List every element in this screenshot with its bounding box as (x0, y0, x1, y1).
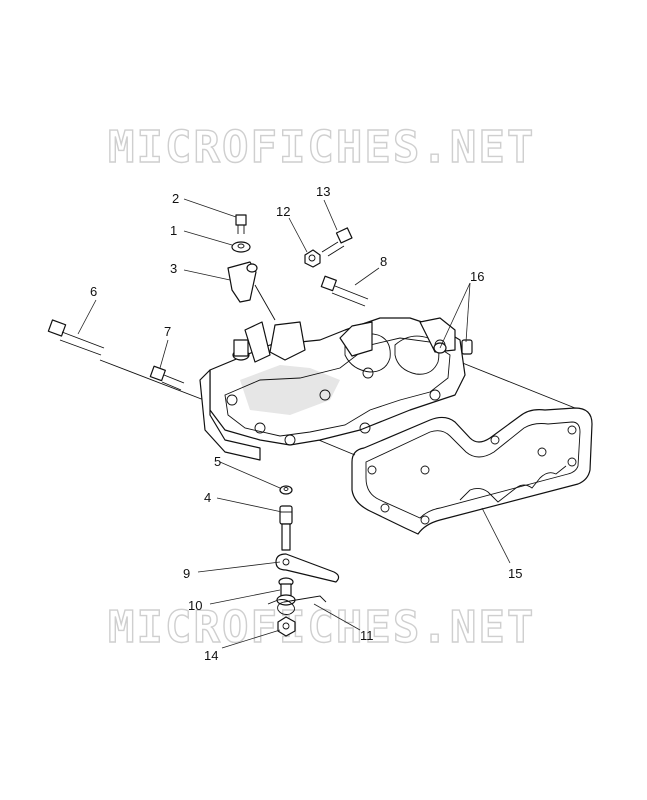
washer-5 (279, 485, 293, 495)
callout-7: 7 (164, 324, 171, 339)
callout-10: 10 (188, 598, 202, 613)
callout-4: 4 (204, 490, 211, 505)
washer-1 (231, 241, 251, 253)
callout-11: 11 (360, 628, 374, 643)
callout-1: 1 (170, 223, 177, 238)
bolt-long-6 (47, 319, 105, 356)
bolt-13 (321, 227, 353, 257)
bracket-3 (227, 261, 258, 303)
bolt-7 (149, 365, 185, 391)
callout-14: 14 (204, 648, 218, 663)
callout-9: 9 (183, 566, 190, 581)
callout-13: 13 (316, 184, 330, 199)
callout-16: 16 (470, 269, 484, 284)
callout-2: 2 (172, 191, 179, 206)
manifold-body (199, 317, 466, 461)
callout-8: 8 (380, 254, 387, 269)
lever-9 (275, 553, 340, 583)
bolt-8 (320, 275, 369, 307)
shaft-4 (279, 505, 293, 551)
watermark-bottom: MICROFICHES.NET (108, 602, 535, 653)
gasket (351, 407, 593, 535)
callout-5: 5 (214, 454, 221, 469)
callout-6: 6 (90, 284, 97, 299)
watermark-top: MICROFICHES.NET (108, 122, 535, 173)
bolt-2 (235, 214, 247, 234)
leader-lines (77, 198, 511, 649)
callout-3: 3 (170, 261, 177, 276)
callout-12: 12 (276, 204, 290, 219)
callout-15: 15 (508, 566, 522, 581)
nut-12 (304, 249, 321, 268)
callout-labels: 1 2 3 4 5 6 7 8 9 10 11 12 13 14 15 16 (90, 184, 522, 663)
spring-11 (267, 595, 327, 615)
